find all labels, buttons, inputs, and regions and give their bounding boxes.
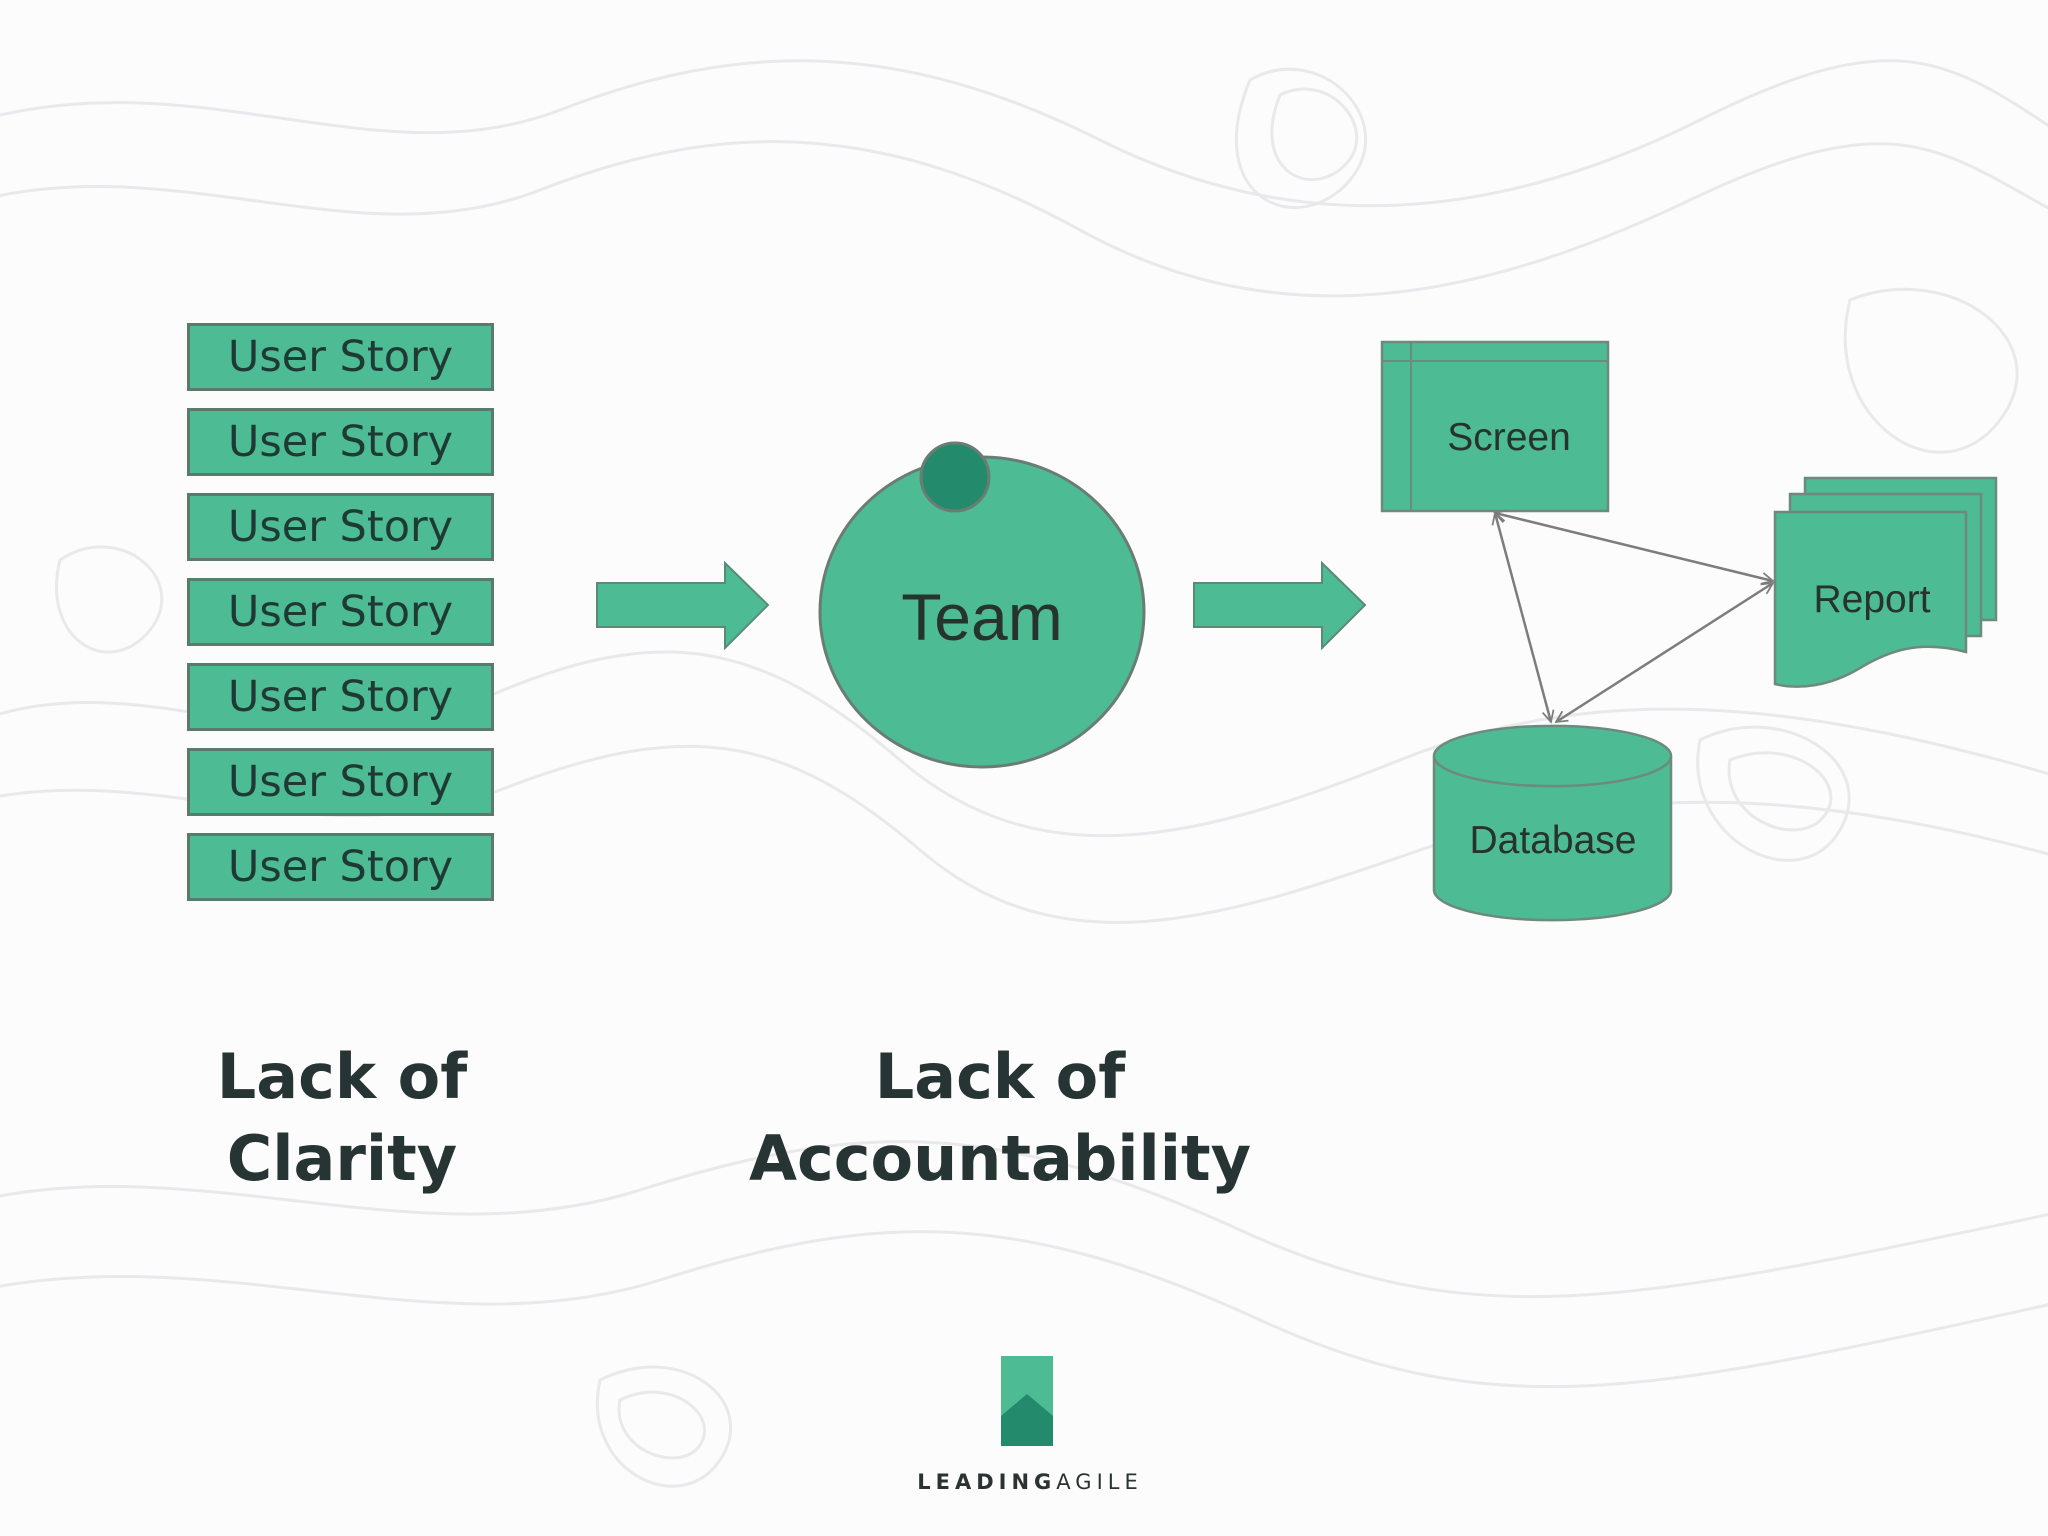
caption-line: Lack of bbox=[216, 1040, 468, 1113]
caption-lack-of-accountability: Lack of Accountability bbox=[740, 1036, 1260, 1200]
logo-word-agile: AGILE bbox=[1056, 1470, 1143, 1494]
report-label: Report bbox=[1813, 578, 1930, 621]
connector-database-report bbox=[1556, 583, 1773, 722]
screen-label: Screen bbox=[1447, 416, 1571, 459]
connector-screen-database bbox=[1495, 513, 1551, 722]
user-story-card: User Story bbox=[187, 833, 494, 901]
user-story-card: User Story bbox=[187, 748, 494, 816]
team-knob bbox=[919, 441, 991, 513]
user-story-card: User Story bbox=[187, 493, 494, 561]
caption-line: Lack of bbox=[874, 1040, 1126, 1113]
logo-word-leading: LEADING bbox=[917, 1470, 1057, 1494]
team-label: Team bbox=[901, 580, 1062, 654]
caption-line: Accountability bbox=[748, 1122, 1252, 1195]
database-label: Database bbox=[1470, 819, 1637, 862]
connector-screen-report bbox=[1495, 513, 1773, 581]
screen-shape: Screen bbox=[1380, 340, 1610, 513]
user-story-card: User Story bbox=[187, 323, 494, 391]
flow-arrow-2 bbox=[1193, 560, 1367, 651]
caption-line: Clarity bbox=[226, 1122, 458, 1195]
report-shape: Report bbox=[1773, 476, 1998, 688]
flow-arrow-1 bbox=[596, 560, 770, 651]
database-shape: Database bbox=[1432, 724, 1673, 922]
leadingagile-logo-icon bbox=[1001, 1356, 1053, 1446]
user-story-card: User Story bbox=[187, 408, 494, 476]
logo-wordmark: LEADINGAGILE bbox=[900, 1470, 1160, 1494]
user-story-card: User Story bbox=[187, 663, 494, 731]
caption-lack-of-clarity: Lack of Clarity bbox=[172, 1036, 512, 1200]
user-story-card: User Story bbox=[187, 578, 494, 646]
